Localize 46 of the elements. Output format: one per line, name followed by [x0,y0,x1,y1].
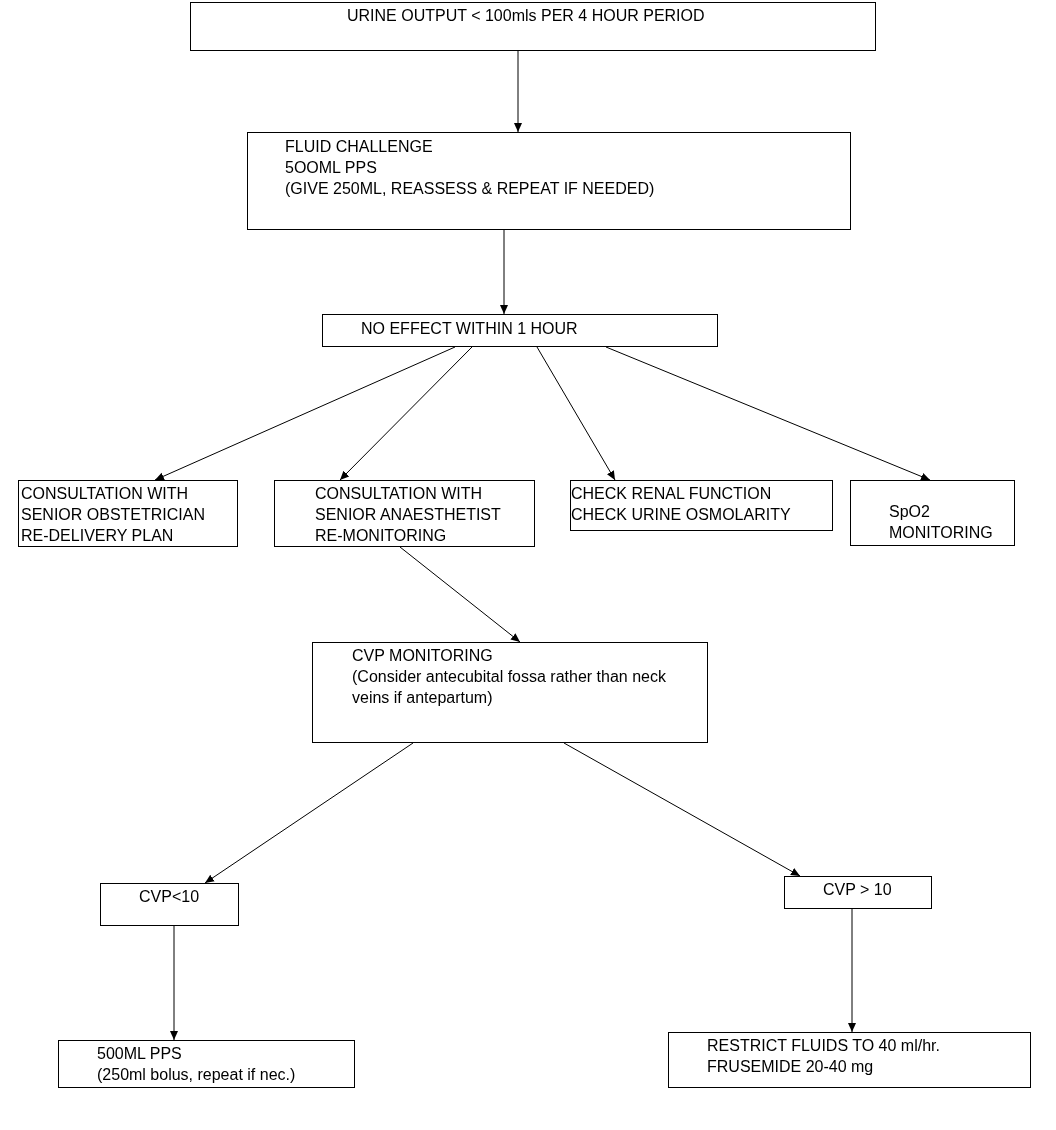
box-text: RE-MONITORING [315,526,448,546]
box-text: NO EFFECT WITHIN 1 HOUR [361,319,579,339]
box-text: 500ML PPS [97,1044,183,1064]
arrow [563,742,801,877]
arrow [204,742,414,884]
box-text: CHECK URINE OSMOLARITY [571,505,792,525]
box-text: MONITORING [889,523,994,543]
process-box [668,1032,1031,1088]
process-box [312,642,708,743]
box-text: RE-DELIVERY PLAN [21,526,175,546]
box-text: CVP<10 [139,887,201,907]
box-text: SENIOR ANAESTHETIST [315,505,502,525]
box-text: FLUID CHALLENGE [285,137,434,157]
box-text: SENIOR OBSTETRICIAN [21,505,207,525]
arrow [500,229,508,315]
box-text: (Consider antecubital fossa rather than neck veins if antepartum) [352,667,667,708]
box-text: FRUSEMIDE 20-40 mg [707,1057,875,1077]
process-box [784,876,932,909]
box-text: CVP > 10 [823,880,893,900]
box-text: CVP MONITORING [352,646,494,666]
process-box [322,314,718,347]
process-box [570,480,833,531]
box-text: SpO2 [889,502,931,522]
process-box [274,480,535,547]
box-text: RESTRICT FLUIDS TO 40 ml/hr. [707,1036,941,1056]
arrow [536,346,616,481]
box-text: CONSULTATION WITH [21,484,190,504]
box-text: (250ml bolus, repeat if nec.) [97,1065,297,1085]
arrow [848,908,856,1033]
box-text: URINE OUTPUT < 100mls PER 4 HOUR PERIOD [347,6,706,26]
process-box [850,480,1015,546]
arrow [514,50,522,133]
process-box [58,1040,355,1088]
process-box [247,132,851,230]
box-text: (GIVE 250ML, REASSESS & REPEAT IF NEEDED) [285,179,656,199]
process-box [18,480,238,547]
box-text: CONSULTATION WITH [315,484,484,504]
box-text: CHECK RENAL FUNCTION [571,484,773,504]
process-box [100,883,239,926]
arrow [170,925,178,1041]
process-box [190,2,876,51]
arrow [154,346,456,481]
box-text: 5OOML PPS [285,158,378,178]
arrow [605,346,931,481]
arrow [339,346,473,481]
arrow [399,546,521,643]
